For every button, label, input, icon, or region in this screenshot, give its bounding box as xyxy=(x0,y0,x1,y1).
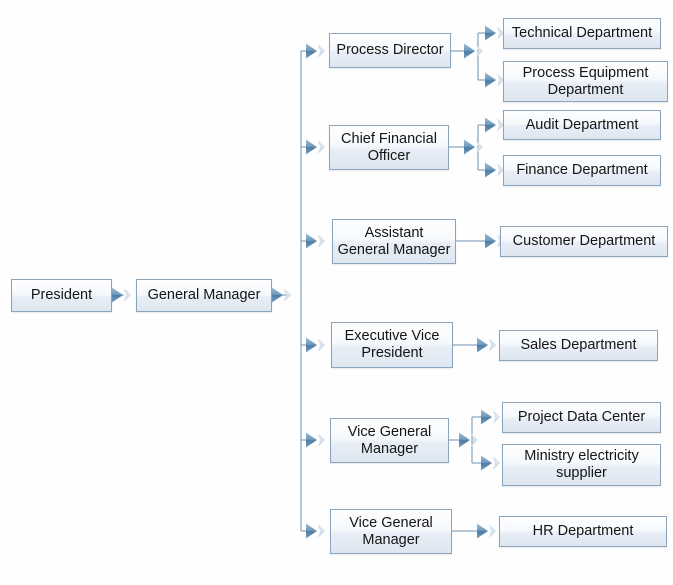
node-process-director-label: Process Director xyxy=(336,42,444,59)
node-sales-department[interactable]: Sales Department xyxy=(499,330,658,361)
node-chief-financial-officer-label: Chief Financial Officer xyxy=(341,130,437,164)
node-executive-vice-president-label: Executive Vice President xyxy=(344,328,440,361)
node-general-manager-label: General Manager xyxy=(147,287,261,304)
arrow-to-technical-department xyxy=(484,25,504,41)
arrow-trunk-to-vgm1 xyxy=(305,432,325,448)
node-president[interactable]: President xyxy=(11,279,112,312)
arrow-to-sales-department xyxy=(476,337,496,353)
node-hr-department-label: HR Department xyxy=(532,523,634,540)
node-vice-general-manager-2[interactable]: Vice General Manager xyxy=(330,509,452,554)
arrow-process-director-out xyxy=(463,43,483,59)
arrow-trunk-to-vgm2 xyxy=(305,523,325,539)
node-project-data-center-label: Project Data Center xyxy=(517,409,646,426)
node-vice-general-manager-2-label: Vice General Manager xyxy=(349,514,433,548)
node-assistant-general-manager-label: Assistant General Manager xyxy=(337,224,451,258)
node-technical-department-label: Technical Department xyxy=(511,25,653,42)
arrow-gm-to-trunk xyxy=(271,287,291,303)
node-customer-department[interactable]: Customer Department xyxy=(500,226,668,257)
node-process-equipment-department[interactable]: Process Equipment Department xyxy=(503,61,668,102)
node-project-data-center[interactable]: Project Data Center xyxy=(502,402,661,433)
arrow-trunk-to-evp xyxy=(305,337,325,353)
node-customer-department-label: Customer Department xyxy=(512,233,656,250)
arrow-trunk-to-agm xyxy=(305,233,325,249)
arrow-to-audit-department xyxy=(484,117,504,133)
arrow-to-ministry-electricity-supplier xyxy=(480,455,500,471)
node-hr-department[interactable]: HR Department xyxy=(499,516,667,547)
node-vice-general-manager-1-label: Vice General Manager xyxy=(347,423,432,457)
node-general-manager[interactable]: General Manager xyxy=(136,279,272,312)
arrow-cfo-out xyxy=(463,139,483,155)
arrow-trunk-to-process-director xyxy=(305,43,325,59)
arrow-to-project-data-center xyxy=(480,409,500,425)
node-technical-department[interactable]: Technical Department xyxy=(503,18,661,49)
node-audit-department-label: Audit Department xyxy=(525,116,639,133)
node-finance-department-label: Finance Department xyxy=(516,162,648,179)
node-process-director[interactable]: Process Director xyxy=(329,33,451,68)
arrow-trunk-to-cfo xyxy=(305,139,325,155)
node-vice-general-manager-1[interactable]: Vice General Manager xyxy=(330,418,449,463)
arrow-to-finance-department xyxy=(484,162,504,178)
node-finance-department[interactable]: Finance Department xyxy=(503,155,661,186)
node-executive-vice-president[interactable]: Executive Vice President xyxy=(331,322,453,368)
node-audit-department[interactable]: Audit Department xyxy=(503,110,661,140)
node-president-label: President xyxy=(30,287,93,304)
node-process-equipment-department-label: Process Equipment Department xyxy=(522,64,649,98)
node-sales-department-label: Sales Department xyxy=(520,337,637,354)
arrow-president-to-gm xyxy=(111,287,131,303)
arrow-to-hr-department xyxy=(476,523,496,539)
node-chief-financial-officer[interactable]: Chief Financial Officer xyxy=(329,125,449,170)
node-ministry-electricity-supplier-label: Ministry electricity supplier xyxy=(524,448,639,481)
node-assistant-general-manager[interactable]: Assistant General Manager xyxy=(332,219,456,264)
node-ministry-electricity-supplier[interactable]: Ministry electricity supplier xyxy=(502,444,661,486)
arrow-to-process-equipment-department xyxy=(484,72,504,88)
arrow-vgm1-out xyxy=(458,432,478,448)
